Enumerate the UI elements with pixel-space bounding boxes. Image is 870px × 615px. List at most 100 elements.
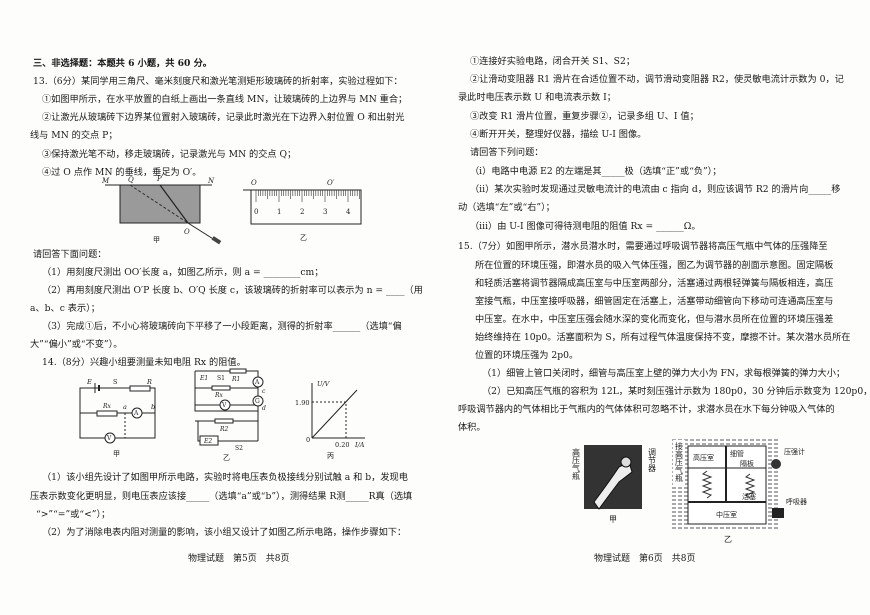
label-rx: Rx xyxy=(102,403,112,410)
q15-stem-7: 位置的环境压强为 2p0。 xyxy=(475,350,579,361)
caption-jia: 甲 xyxy=(609,515,617,524)
q15-stem-5: 中压室。在水中，中压室压强会随水深的变化而变化，但与潜水员所在位置的环境压强差 xyxy=(475,314,834,325)
q13-step4: ④过 O 点作 MN 的垂线，垂足为 O′。 xyxy=(42,167,202,178)
galvanometer-label: G xyxy=(255,398,260,405)
q15-stem-4: 室接气瓶，中压室接呼吸器，细管固定在活塞上，活塞带动细管向下移动可连通高压室与 xyxy=(475,296,834,307)
origin-label: 0 xyxy=(306,436,310,444)
label-o-prime: O′ xyxy=(327,179,335,187)
label-high-pressure-chamber: 高压室 xyxy=(693,453,714,462)
label-piston: 活塞 xyxy=(742,492,756,501)
figure-14-yi: E1 S1 R1 A Rx c G V d R2 E2 S2 乙 xyxy=(194,368,266,462)
label-q: Q xyxy=(128,176,134,184)
q15-part1: （1）细管上管口关闭时，细管与高压室上壁的弹力大小为 FN，求每根弹簧的弹力大小… xyxy=(482,368,846,379)
tick-4: 4 xyxy=(346,208,351,216)
q14-step1: ①连接好实验电路，闭合开关 S1、S2； xyxy=(470,56,636,67)
q14-part1-cont: 压表示数变化更明显，则电压表应该接_____（选填“a”或“b”），测得结果 R… xyxy=(30,491,413,502)
ammeter-label: A xyxy=(254,379,260,386)
y-axis-label: U/V xyxy=(317,380,331,388)
q15-stem: 15.（7分）如图甲所示，潜水员潜水时，需要通过呼吸调节器将高压气瓶中气体的压强… xyxy=(458,241,828,252)
q13-step1: ①如图甲所示，在水平放置的白纸上画出一条直线 MN，让玻璃砖的上边界与 MN 重… xyxy=(42,94,408,105)
q14-step2: ②让滑动变阻器 R1 滑片在合适位置不动，调节滑动变阻器 R2，使灵敏电流计示数… xyxy=(470,74,844,85)
label-e2: E2 xyxy=(203,438,212,445)
label-o: O xyxy=(251,179,257,187)
label-b: b xyxy=(151,403,155,411)
x-tick: 0.20 xyxy=(335,441,349,449)
label-a: a xyxy=(123,403,127,411)
q13-step3: ③保持激光笔不动，移走玻璃砖，记录激光与 MN 的交点 Q； xyxy=(42,149,297,160)
ammeter-label: A xyxy=(133,410,139,417)
label-regulator: 调节器 xyxy=(648,448,657,473)
figure-13-yi-ruler: O O′ 0 1 2 3 4 乙 xyxy=(243,179,362,242)
q14-step2-cont: 录此时电压表示数 U 和电流表示数 I； xyxy=(458,92,616,103)
label-high-pressure-tank: 高压气瓶 xyxy=(572,447,581,481)
y-tick: 1.90 xyxy=(295,399,309,407)
q14-stem: 14.（8分）兴趣小组要测量未知电阻 Rx 的阻值。 xyxy=(42,357,246,368)
tick-2: 2 xyxy=(300,208,304,216)
caption-yi: 乙 xyxy=(300,234,307,242)
label-m: M xyxy=(101,177,110,185)
label-s1: S1 xyxy=(217,375,225,382)
q14-part-i: （i）电路中电源 E2 的左端是其_____极（选填“正”或“负”）； xyxy=(470,166,722,177)
q14-part-iii: （iii）由 U-I 图像可得待测电阻的阻值 Rx = ______Ω。 xyxy=(470,221,701,232)
q15-part2: （2）已知高压气瓶的容积为 12L，某时刻压强计示数为 180p0，30 分钟后… xyxy=(482,386,870,397)
q14-part-ii-cont: 动（选填“左”或“右”）； xyxy=(458,202,555,213)
q15-part2-cont2: 体积。 xyxy=(458,422,486,433)
label-s2: S2 xyxy=(235,445,243,452)
q13-prompt: 请回答下面问题： xyxy=(33,249,107,260)
figure-14-bing-ui-graph: U/V 1.90 0 0.20 I/A 丙 xyxy=(295,380,365,460)
label-p: P xyxy=(156,175,162,183)
label-partition: 隔板 xyxy=(740,459,754,468)
label-thin-tube: 细管 xyxy=(730,449,744,458)
q13-part1: （1）用刻度尺测出 OO′长度 a，如图乙所示，则 a = ________cm… xyxy=(42,267,324,278)
label-n: N xyxy=(207,177,215,185)
page-footer-left: 物理试题 第5页 共8页 xyxy=(188,554,290,564)
label-e1: E1 xyxy=(199,375,208,382)
figure-14-jia: E S R Rx a b A V 甲 xyxy=(79,378,156,458)
q14-prompt: 请回答下列问题： xyxy=(470,147,544,158)
label-s: S xyxy=(113,378,117,386)
label-r: R xyxy=(146,378,152,386)
caption-yi: 乙 xyxy=(223,454,230,462)
label-c: c xyxy=(262,388,266,395)
q15-part2-cont: 呼吸调节器内的气体相比于气瓶内的气体体积可忽略不计，求潜水员在水下每分钟吸入气体… xyxy=(458,404,835,415)
label-to-tank: 接高压气瓶 xyxy=(675,441,684,483)
figure-15-yi-regulator: 接高压气瓶 高压室 细管 隔板 压强计 活塞 呼吸器 中压室 乙 xyxy=(672,438,807,544)
q14-part1: （1）该小组先设计了如图甲所示电路，实验时将电压表负极接线分别试触 a 和 b，… xyxy=(42,472,408,483)
voltmeter-label: V xyxy=(221,402,227,409)
voltmeter-label: V xyxy=(106,435,112,442)
label-e: E xyxy=(86,378,92,386)
tick-0: 0 xyxy=(254,208,258,216)
q14-part-ii: （ii）某次实验时发现通过灵敏电流计的电流由 c 指向 d，则应该调节 R2 的… xyxy=(470,184,841,195)
caption-jia: 甲 xyxy=(113,450,120,458)
q13-step2-cont: 线与 MN 的交点 P； xyxy=(30,130,118,141)
label-breathing-device: 呼吸器 xyxy=(786,497,807,506)
q13-stem: 13.（6分）某同学用三角尺、毫米刻度尺和激光笔测矩形玻璃砖的折射率，实验过程如… xyxy=(33,76,403,87)
q14-part1-cont2: “>”“=”或“<”）； xyxy=(36,509,111,520)
q15-stem-3: 和轻质活塞将调节器隔成高压室与中压室两部分，活塞通过两根轻弹簧与隔板相连，高压 xyxy=(475,278,834,289)
figure-13-jia: M Q P N O 甲 xyxy=(101,175,222,245)
section-heading: 三、非选择题：本题共 6 小题，共 60 分。 xyxy=(33,58,212,69)
ui-line xyxy=(311,389,358,439)
label-o: O xyxy=(184,228,190,236)
q14-step4: ④断开开关，整理好仪器，描绘 U-I 图像。 xyxy=(470,129,647,140)
label-pressure-gauge: 压强计 xyxy=(784,447,805,456)
label-medium-pressure-chamber: 中压室 xyxy=(716,510,737,519)
caption-jia: 甲 xyxy=(153,236,160,244)
caption-yi: 乙 xyxy=(724,535,732,544)
label-r1: R1 xyxy=(231,376,240,383)
q13-step2: ②让激光从玻璃砖下边界某位置射入玻璃砖，记录此时激光在下边界入射位置 O 和出射… xyxy=(42,112,405,123)
q13-part2: （2）再用刻度尺测出 O′P 长度 b、O′Q 长度 c，该玻璃砖的折射率可以表… xyxy=(42,285,423,296)
q14-part2: （2）为了消除电表内阻对测量的影响，该小组又设计了如图乙所示电路，操作步骤如下： xyxy=(42,527,407,538)
tick-3: 3 xyxy=(323,208,327,216)
page-footer-right: 物理试题 第6页 共8页 xyxy=(594,554,696,564)
figure-15-jia-diver: 高压气瓶 调节器 甲 xyxy=(572,445,657,524)
x-axis-label: I/A xyxy=(354,441,365,449)
label-rx: Rx xyxy=(214,392,224,399)
tick-1: 1 xyxy=(277,208,281,216)
q15-stem-2: 所在位置的环境压强，即潜水员的吸入气体压强，图乙为调节器的剖面示意图。固定隔板 xyxy=(475,260,834,271)
label-d: d xyxy=(262,405,266,412)
q15-stem-6: 始终维持在 10p0。活塞面积为 S，所有过程气体温度保持不变，摩擦不计。某次潜… xyxy=(475,332,851,343)
q13-part3-cont: 大”“偏小”或“不变”）。 xyxy=(30,339,123,350)
q13-part2-cont: a、b、c 表示）； xyxy=(30,303,100,314)
label-r2: R2 xyxy=(219,426,229,433)
